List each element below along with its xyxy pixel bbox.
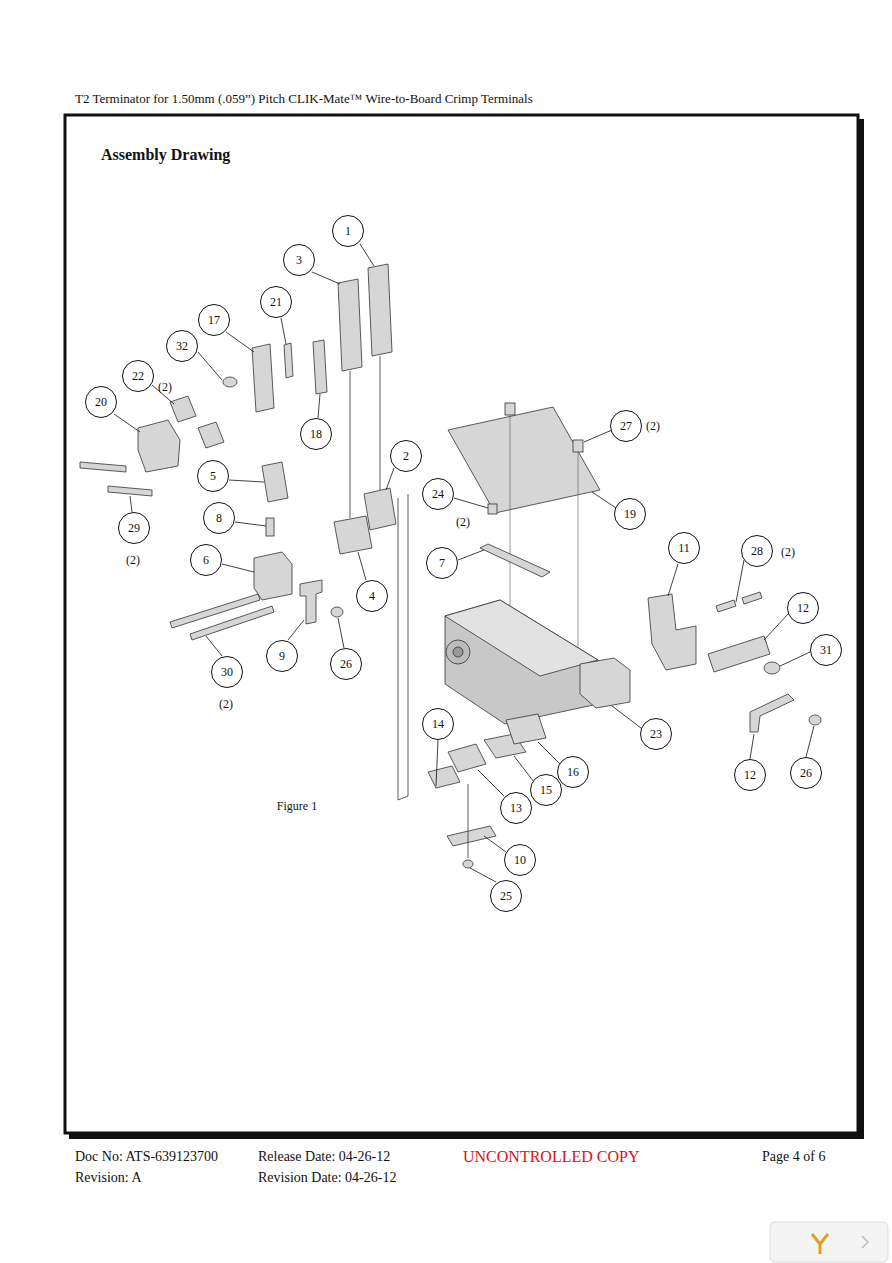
callout-number: 31	[820, 644, 832, 656]
callout-circle: 30	[211, 656, 243, 688]
callout-circle: 16	[557, 756, 589, 788]
callout-number: 17	[208, 314, 220, 326]
callout-circle: 6	[190, 544, 222, 576]
release-date: Release Date: 04-26-12	[258, 1149, 390, 1166]
callout-circle: 20	[85, 386, 117, 418]
drawing-title: Assembly Drawing	[101, 145, 230, 164]
callout-circle: 11	[668, 532, 700, 564]
callout-circle: 23	[640, 718, 672, 750]
callout-circle: 26	[790, 757, 822, 789]
callout-number: 29	[128, 522, 140, 534]
callout-circle: 3	[283, 244, 315, 276]
callout-number: 4	[369, 590, 375, 602]
callout-number: 24	[432, 488, 444, 500]
callout-circle: 18	[300, 418, 332, 450]
callout-number: 19	[624, 508, 636, 520]
callout-number: 16	[567, 766, 579, 778]
callout-circle: 8	[203, 502, 235, 534]
callout-circle: 31	[810, 634, 842, 666]
callout-number: 18	[310, 428, 322, 440]
quantity-note: (2)	[126, 553, 140, 567]
revision: Revision: A	[75, 1170, 142, 1187]
callout-circle: 1	[332, 215, 364, 247]
quantity-note: (2)	[781, 545, 795, 559]
callout-circle: 29	[118, 512, 150, 544]
callout-number: 12	[797, 602, 809, 614]
copy-stamp: UNCONTROLLED COPY	[463, 1147, 639, 1166]
callout-number: 23	[650, 728, 662, 740]
callout-circle: 12	[734, 759, 766, 791]
callout-number: 14	[432, 718, 444, 730]
callout-circle: 15	[530, 774, 562, 806]
callout-circle: 22	[122, 360, 154, 392]
callout-circle: 5	[197, 460, 229, 492]
callout-number: 7	[439, 557, 445, 569]
quantity-note: (2)	[219, 697, 233, 711]
quantity-note: (2)	[158, 380, 172, 394]
callout-number: 8	[216, 512, 222, 524]
callout-number: 28	[751, 545, 763, 557]
callout-number: 20	[95, 396, 107, 408]
callout-circle: 12	[787, 592, 819, 624]
callout-number: 26	[800, 767, 812, 779]
figure-caption: Figure 1	[277, 799, 317, 813]
page-header: T2 Terminator for 1.50mm (.059”) Pitch C…	[75, 91, 533, 107]
callout-circle: 27	[610, 410, 642, 442]
doc-number: Doc No: ATS-639123700	[75, 1149, 218, 1166]
callout-circle: 17	[198, 304, 230, 336]
callout-circle: 10	[504, 844, 536, 876]
callout-circle: 25	[490, 880, 522, 912]
callout-circle: 4	[356, 580, 388, 612]
callout-number: 27	[620, 420, 632, 432]
callout-number: 3	[296, 254, 302, 266]
callout-number: 10	[514, 854, 526, 866]
callout-number: 1	[345, 225, 351, 237]
callout-number: 9	[279, 650, 285, 662]
page-number: Page 4 of 6	[762, 1149, 825, 1166]
callout-circle: 32	[166, 330, 198, 362]
callout-circle: 28	[741, 535, 773, 567]
callout-number: 30	[221, 666, 233, 678]
callout-circle: 19	[614, 498, 646, 530]
callout-circle: 13	[500, 792, 532, 824]
callout-number: 21	[270, 296, 282, 308]
callout-number: 15	[540, 784, 552, 796]
callout-number: 2	[403, 450, 409, 462]
callout-circle: 9	[266, 640, 298, 672]
callout-number: 32	[176, 340, 188, 352]
callout-circle: 14	[422, 708, 454, 740]
quantity-note: (2)	[456, 515, 470, 529]
callout-number: 5	[210, 470, 216, 482]
callout-number: 13	[510, 802, 522, 814]
callout-number: 22	[132, 370, 144, 382]
callout-circle: 26	[330, 648, 362, 680]
callout-circle: 24	[422, 478, 454, 510]
revision-date: Revision Date: 04-26-12	[258, 1170, 396, 1187]
quantity-note: (2)	[646, 419, 660, 433]
callout-number: 25	[500, 890, 512, 902]
callout-circle: 2	[390, 440, 422, 472]
callout-number: 26	[340, 658, 352, 670]
callout-number: 11	[678, 542, 690, 554]
callout-circle: 7	[426, 547, 458, 579]
callout-number: 12	[744, 769, 756, 781]
callout-circle: 21	[260, 286, 292, 318]
callout-number: 6	[203, 554, 209, 566]
